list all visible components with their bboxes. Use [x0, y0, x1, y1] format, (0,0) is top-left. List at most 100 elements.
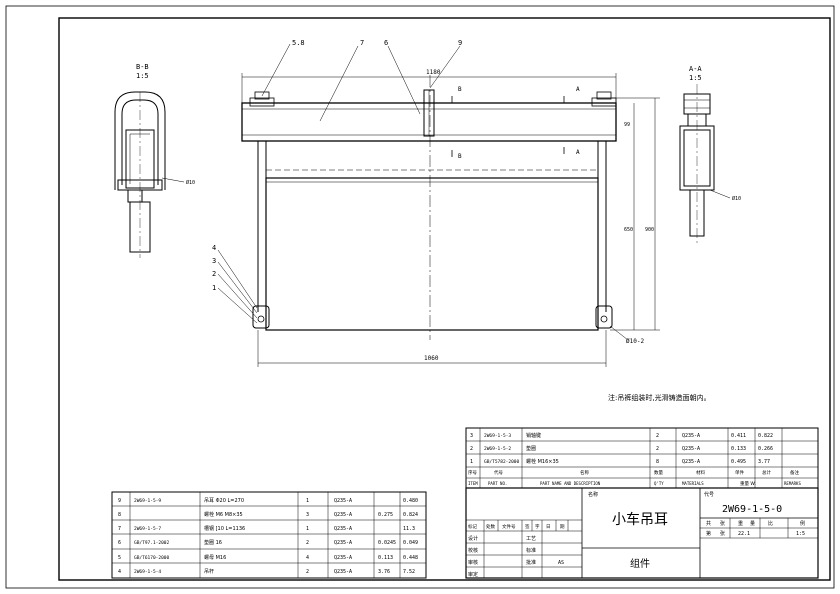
svg-text:ITEM: ITEM — [468, 481, 478, 486]
svg-text:2: 2 — [656, 446, 659, 452]
svg-text:数量: 数量 — [654, 469, 663, 476]
svg-text:文件号: 文件号 — [502, 523, 516, 530]
svg-text:5: 5 — [118, 555, 121, 561]
parts-lower-row-3: 6 GB/T97.1-2002 垫圈 16 2 Q235-A 0.0245 0.… — [118, 539, 418, 546]
svg-text:Q235-A: Q235-A — [682, 446, 700, 452]
svg-text:期: 期 — [560, 524, 565, 530]
svg-text:字: 字 — [535, 523, 540, 530]
svg-text:2W69-1-5-7: 2W69-1-5-7 — [134, 526, 161, 532]
svg-text:吊耳 Φ20 L=270: 吊耳 Φ20 L=270 — [204, 498, 244, 504]
title-material-label: 名称 — [588, 491, 598, 498]
svg-text:0.275: 0.275 — [378, 512, 393, 518]
svg-text:3: 3 — [306, 512, 309, 518]
svg-text:0.824: 0.824 — [403, 512, 418, 518]
svg-text:1: 1 — [306, 526, 309, 532]
svg-text:Q'TY: Q'TY — [654, 481, 664, 486]
title-drawing-no-label: 代号 — [704, 491, 714, 498]
section-right-scale: 1:5 — [689, 74, 702, 82]
section-right-dim: Ø10 — [732, 195, 741, 202]
balloon-6: 6 — [384, 39, 388, 47]
outer-border — [5, 5, 835, 589]
svg-text:代号: 代号 — [494, 469, 503, 476]
balloon-1: 1 — [212, 284, 216, 292]
svg-text:GB/T6170-2000: GB/T6170-2000 — [134, 555, 170, 561]
svg-text:校核: 校核 — [468, 547, 478, 554]
svg-text:1: 1 — [306, 498, 309, 504]
svg-text:2W69-1-5-9: 2W69-1-5-9 — [134, 498, 161, 504]
parts-lower-row-5: 4 2W69-1-5-4 吊杆 2 Q235-A 3.76 7.52 — [118, 568, 415, 575]
sign-rows: 设计 校核 审核 审定 — [468, 535, 478, 578]
svg-text:第: 第 — [706, 530, 711, 537]
svg-text:1:5: 1:5 — [796, 531, 805, 537]
svg-text:垫圈 16: 垫圈 16 — [204, 539, 222, 546]
svg-text:0.266: 0.266 — [758, 446, 773, 452]
svg-text:0.448: 0.448 — [403, 555, 418, 561]
svg-text:Q235-A: Q235-A — [334, 498, 352, 504]
svg-text:日: 日 — [546, 524, 551, 530]
svg-text:Q235-A: Q235-A — [334, 526, 352, 532]
svg-text:0.822: 0.822 — [758, 433, 773, 439]
svg-text:Q235-A: Q235-A — [334, 540, 352, 546]
parts-lower-row-0: 9 2W69-1-5-9 吊耳 Φ20 L=270 1 Q235-A 0.480 — [118, 498, 418, 504]
svg-text:GB/T97.1-2002: GB/T97.1-2002 — [134, 540, 170, 546]
main-dimensions — [241, 73, 660, 367]
parts-upper-header: 序号 ITEM 代号 PART NO. 名称 PART NAME AND DES… — [468, 469, 801, 487]
svg-text:3.77: 3.77 — [758, 459, 770, 465]
section-right-label: A-A — [689, 65, 702, 73]
svg-text:标准: 标准 — [526, 547, 536, 554]
drawing-note: 注:吊裤组装时,光滑铸造面朝内。 — [608, 393, 711, 402]
svg-text:备注: 备注 — [790, 469, 799, 476]
svg-text:0.495: 0.495 — [731, 459, 746, 465]
svg-text:0.049: 0.049 — [403, 540, 418, 546]
svg-text:6: 6 — [118, 540, 121, 546]
main-view — [241, 75, 617, 340]
svg-text:螺栓 M6 M8×35: 螺栓 M6 M8×35 — [204, 511, 243, 518]
balloon-2: 2 — [212, 270, 216, 278]
svg-text:设计: 设计 — [468, 535, 478, 542]
parts-upper-row-1: 2 2W69-1-5-2 垫圈 2 Q235-A 0.133 0.266 — [470, 445, 773, 452]
svg-text:槽钢 [10 L=1136: 槽钢 [10 L=1136 — [204, 525, 245, 532]
inner-border — [58, 17, 831, 581]
section-left-scale: 1:5 — [136, 72, 149, 80]
svg-text:比: 比 — [768, 520, 773, 527]
svg-text:PART NO.: PART NO. — [488, 481, 507, 486]
parts-upper-row-2: 1 GB/T5782-2000 螺栓 M16×35 8 Q235-A 0.495… — [470, 458, 770, 465]
svg-text:2: 2 — [306, 540, 309, 546]
parts-lower-row-4: 5 GB/T6170-2000 螺母 M16 4 Q235-A 0.113 0.… — [118, 554, 418, 561]
parts-lower-row-1: 8 螺栓 M6 M8×35 3 Q235-A 0.275 0.824 — [118, 511, 418, 518]
change-header: 标记 处数 文件号 签 字 日 期 — [468, 523, 565, 530]
svg-text:7.52: 7.52 — [403, 569, 415, 575]
dim-bottom-width: 1060 — [424, 355, 439, 362]
dim-top-width: 1180 — [426, 69, 441, 76]
svg-text:材料: 材料 — [696, 469, 705, 476]
dim-height-inner: 650 — [624, 227, 633, 233]
svg-text:张: 张 — [720, 530, 725, 537]
svg-text:0.0245: 0.0245 — [378, 540, 396, 546]
svg-text:0.113: 0.113 — [378, 555, 393, 561]
svg-text:签: 签 — [525, 523, 530, 530]
svg-text:MATERIALS: MATERIALS — [682, 481, 704, 486]
parts-upper-row-0: 3 2W69-1-5-3 销轴键 2 Q235-A 0.411 0.822 — [470, 432, 773, 439]
svg-text:2W69-1-5-4: 2W69-1-5-4 — [134, 569, 161, 575]
dim-height-right: 900 — [645, 227, 654, 233]
svg-text:处数: 处数 — [486, 523, 495, 530]
svg-text:审核: 审核 — [468, 559, 478, 566]
title-block-grid — [465, 487, 819, 579]
section-right-view — [679, 84, 731, 244]
svg-text:吊杆: 吊杆 — [204, 568, 214, 575]
svg-text:序号: 序号 — [468, 469, 477, 476]
svg-text:Q235-A: Q235-A — [682, 433, 700, 439]
svg-text:Q235-A: Q235-A — [334, 512, 352, 518]
svg-text:重量 W.: 重量 W. — [740, 480, 756, 487]
svg-text:4: 4 — [118, 569, 121, 575]
svg-text:2W69-1-5-3: 2W69-1-5-3 — [484, 433, 511, 439]
svg-text:螺母 M16: 螺母 M16 — [204, 554, 226, 561]
svg-text:螺栓 M16×35: 螺栓 M16×35 — [526, 458, 559, 465]
balloon-7: 7 — [360, 39, 364, 47]
stage-header: 共 张 重 量 比 例 — [706, 520, 805, 527]
section-left-label: B-B — [136, 63, 149, 71]
svg-text:批准: 批准 — [526, 559, 536, 566]
process-rows: 工艺 标准 批准 AS — [526, 536, 564, 566]
svg-text:3.76: 3.76 — [378, 569, 390, 575]
